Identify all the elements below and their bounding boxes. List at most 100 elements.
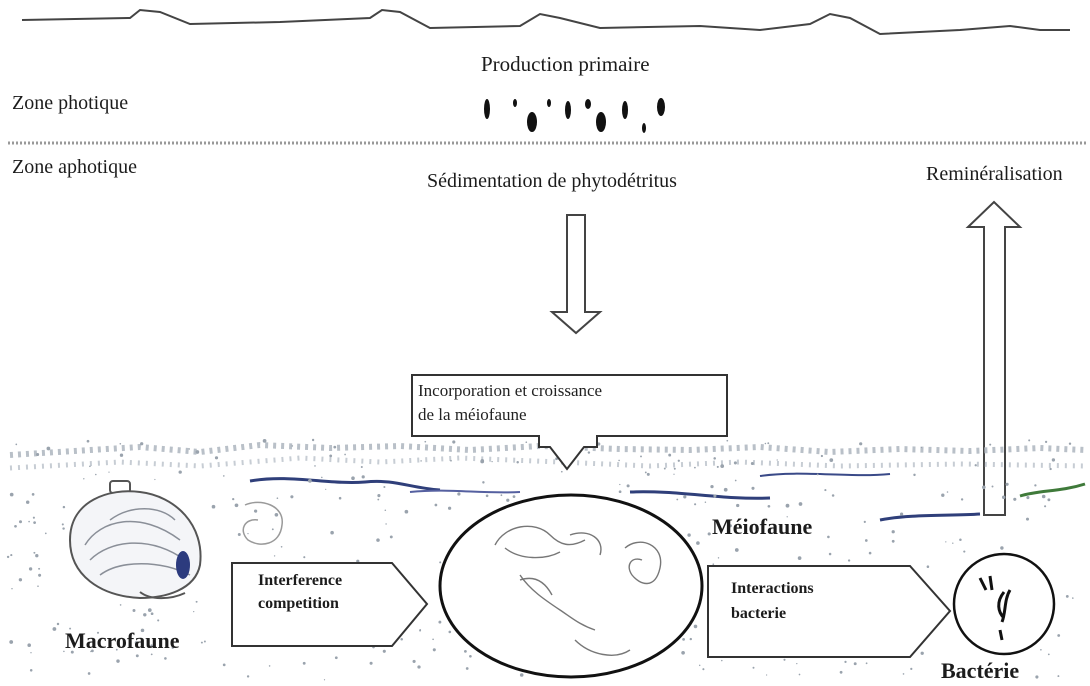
- sediment-dot: [696, 541, 700, 545]
- sediment-dot: [824, 489, 827, 492]
- sediment-dot: [140, 628, 145, 633]
- bacteria-cells: [978, 575, 1012, 641]
- sediment-dot: [512, 495, 516, 498]
- sediment-dot: [710, 484, 714, 489]
- sediment-dot: [831, 494, 835, 497]
- sediment-dot: [902, 673, 905, 675]
- sediment-dot: [765, 674, 768, 676]
- sediment-dot: [1068, 442, 1072, 445]
- sediment-dot: [1041, 494, 1046, 499]
- sediment-dot: [974, 464, 977, 467]
- sediment-dot: [280, 545, 283, 548]
- sediment-dot: [555, 457, 558, 461]
- sediment-dot: [384, 509, 387, 512]
- sediment-dot: [18, 520, 23, 524]
- sediment-dot: [1057, 675, 1060, 678]
- sediment-dot: [1072, 597, 1074, 599]
- sediment-dot: [290, 495, 294, 499]
- bacterie-label: Bactérie: [941, 658, 1020, 683]
- sediment-dot: [717, 557, 720, 559]
- sediment-dot: [115, 648, 118, 651]
- sediment-dot: [960, 498, 964, 501]
- sediment-dot: [211, 504, 216, 509]
- sediment-dot: [689, 637, 692, 641]
- sediment-dot: [693, 624, 698, 629]
- sediment-dot: [157, 619, 160, 622]
- sediment-dot: [61, 523, 64, 526]
- sediment-dot: [525, 441, 528, 444]
- sediment-dot: [447, 506, 452, 510]
- sediment-dot: [38, 567, 41, 570]
- sediment-dot: [44, 532, 47, 535]
- sediment-dot: [618, 490, 622, 494]
- sediment-dot: [702, 668, 705, 671]
- sediment-dot: [969, 674, 972, 677]
- sediment-dot: [668, 453, 672, 457]
- sediment-dot: [682, 638, 685, 641]
- sediment-dot: [314, 465, 316, 467]
- sediment-dot: [1044, 440, 1048, 444]
- sediment-dot: [676, 498, 679, 501]
- sediment-dot: [516, 460, 519, 464]
- sediment-dot: [333, 445, 337, 449]
- sediment-dot: [783, 658, 786, 661]
- sediment-dot: [214, 456, 219, 460]
- sediment-dot: [618, 459, 620, 462]
- interactions-arrow: [707, 565, 952, 658]
- sediment-dot: [302, 661, 306, 665]
- sediment-dot: [891, 530, 895, 534]
- sediment-dot: [9, 640, 14, 644]
- production-primaire-label: Production primaire: [481, 52, 650, 76]
- sediment-dot: [865, 662, 868, 665]
- sediment-dot: [640, 455, 642, 458]
- sediment-dot: [946, 491, 949, 493]
- zone-aphotique-label: Zone aphotique: [12, 156, 137, 178]
- sediment-dot: [154, 478, 156, 481]
- sediment-dot: [853, 662, 857, 666]
- zone-photique-label: Zone photique: [12, 92, 129, 114]
- sediment-dot: [376, 538, 380, 542]
- sediment-dot: [827, 535, 830, 539]
- sediment-dot: [1025, 517, 1030, 521]
- sediment-dot: [203, 640, 206, 643]
- sediment-dot: [1049, 467, 1052, 471]
- sediment-dot: [147, 608, 152, 612]
- sediment-dot: [351, 476, 355, 481]
- clam-illustration: [68, 480, 202, 600]
- incorporation-label-line1: Incorporation et croissance: [418, 381, 603, 400]
- sediment-dot: [1040, 648, 1042, 651]
- faint-organism-sketch: [242, 501, 283, 545]
- sediment-dot: [673, 467, 676, 470]
- sediment-dot: [797, 556, 802, 560]
- sediment-dot: [195, 450, 200, 454]
- sediment-dot: [1047, 498, 1051, 502]
- sediment-dot: [400, 637, 403, 641]
- sediment-dot: [734, 548, 739, 552]
- sediment-dot: [334, 656, 338, 660]
- sediment-dot: [321, 476, 323, 479]
- sediment-dot: [195, 600, 198, 603]
- sediment-dot: [237, 533, 241, 536]
- sediment-dot: [383, 485, 386, 489]
- sediment-dot: [31, 493, 35, 496]
- sediment-dot: [10, 554, 13, 557]
- sediment-dot: [847, 559, 851, 562]
- sediment-dot: [751, 486, 755, 490]
- sediment-dot: [920, 446, 923, 449]
- sediment-dot: [33, 551, 36, 554]
- sediment-dot: [829, 458, 834, 462]
- sediment-dot: [412, 659, 416, 663]
- sediment-dot: [222, 475, 225, 477]
- sediment-dot: [1000, 546, 1004, 550]
- sediment-dot: [1034, 484, 1037, 487]
- sediment-dot: [560, 470, 563, 473]
- sediment-dot: [868, 551, 872, 555]
- sediment-dot: [116, 659, 120, 663]
- sediment-dot: [506, 498, 510, 502]
- sediment-dot: [253, 509, 258, 513]
- sediment-dot: [18, 578, 23, 582]
- sediment-dot: [361, 475, 365, 479]
- sediment-dot: [500, 494, 503, 497]
- sediment-dot: [9, 492, 14, 497]
